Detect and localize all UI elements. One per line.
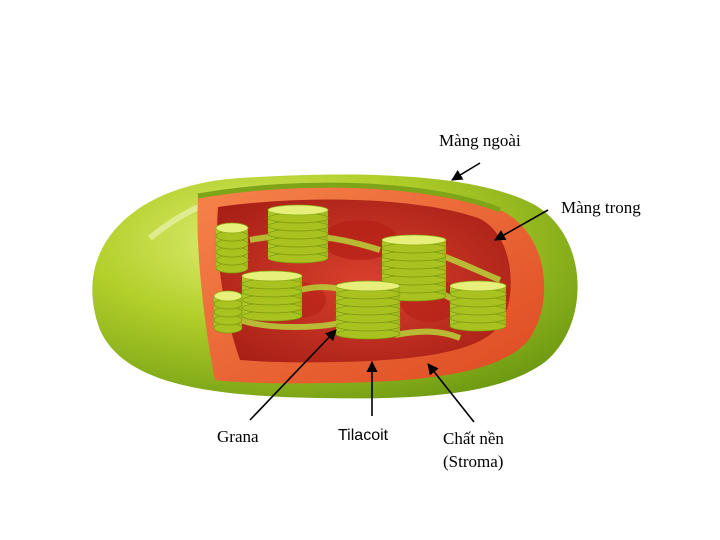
granum-stack xyxy=(216,223,248,273)
thylakoid-disc-top xyxy=(242,271,302,281)
thylakoid-disc-top xyxy=(216,223,248,233)
label-grana: Grana xyxy=(217,426,259,448)
arrow-outer-membrane xyxy=(452,163,480,180)
granum-stack xyxy=(268,205,328,263)
label-outer-membrane: Màng ngoài xyxy=(439,130,521,152)
label-stroma: Chất nền (Stroma) xyxy=(443,427,504,473)
granum-stack xyxy=(214,291,242,333)
thylakoid-disc-top xyxy=(268,205,328,215)
label-stroma-line1: Chất nền xyxy=(443,427,504,450)
thylakoid-disc-top xyxy=(382,235,446,245)
thylakoid-disc-top xyxy=(450,281,506,291)
label-thylakoid: Tilacoit xyxy=(338,425,388,447)
granum-stack xyxy=(336,281,400,339)
label-inner-membrane: Màng trong xyxy=(561,197,641,219)
label-stroma-line2: (Stroma) xyxy=(443,450,504,473)
thylakoid-disc-top xyxy=(336,281,400,291)
granum-stack xyxy=(450,281,506,331)
thylakoid-disc-top xyxy=(214,291,242,301)
granum-stack xyxy=(242,271,302,321)
